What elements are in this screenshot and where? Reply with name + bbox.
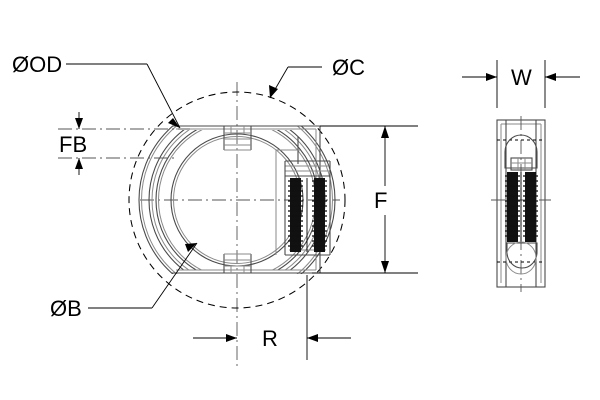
side-view: W	[462, 60, 580, 292]
collar-split-lines	[230, 126, 245, 273]
top-slot-detail	[223, 126, 252, 151]
r-arrow-left	[226, 334, 237, 342]
w-arrow-left	[486, 73, 497, 81]
f-label: F	[374, 188, 387, 213]
fb-arrow-top	[75, 118, 83, 129]
c-leader	[269, 66, 322, 99]
side-screw-tip	[505, 241, 538, 275]
front-view: ØOD ØC ØB FB	[12, 52, 418, 370]
b-arrowhead	[185, 243, 197, 252]
b-label: ØB	[50, 296, 82, 321]
outer-dashed-circle-oc	[128, 91, 346, 309]
f-arrow-top	[381, 126, 389, 138]
c-label: ØC	[332, 55, 365, 80]
w-label: W	[511, 65, 532, 90]
f-arrow-bottom	[381, 261, 389, 273]
w-arrow-right	[545, 73, 556, 81]
fb-arrow-bottom	[75, 158, 83, 169]
b-leader	[88, 242, 198, 309]
r-label: R	[262, 326, 278, 351]
r-arrow-right	[307, 334, 318, 342]
bottom-slot-detail	[223, 253, 252, 273]
w-dimension	[462, 60, 580, 108]
od-label: ØOD	[12, 52, 62, 77]
fb-dimension	[58, 112, 190, 175]
f-dimension	[312, 125, 418, 274]
r-dimension	[193, 275, 351, 360]
clamp-screw-front	[288, 178, 327, 252]
outer-solid-circle-od	[138, 126, 336, 274]
od-leader	[66, 63, 181, 129]
fb-label: FB	[59, 132, 87, 157]
side-screw-head	[504, 134, 538, 171]
od-arrowhead	[168, 118, 180, 128]
side-screw-threads	[505, 172, 538, 242]
c-arrowhead	[269, 85, 278, 98]
